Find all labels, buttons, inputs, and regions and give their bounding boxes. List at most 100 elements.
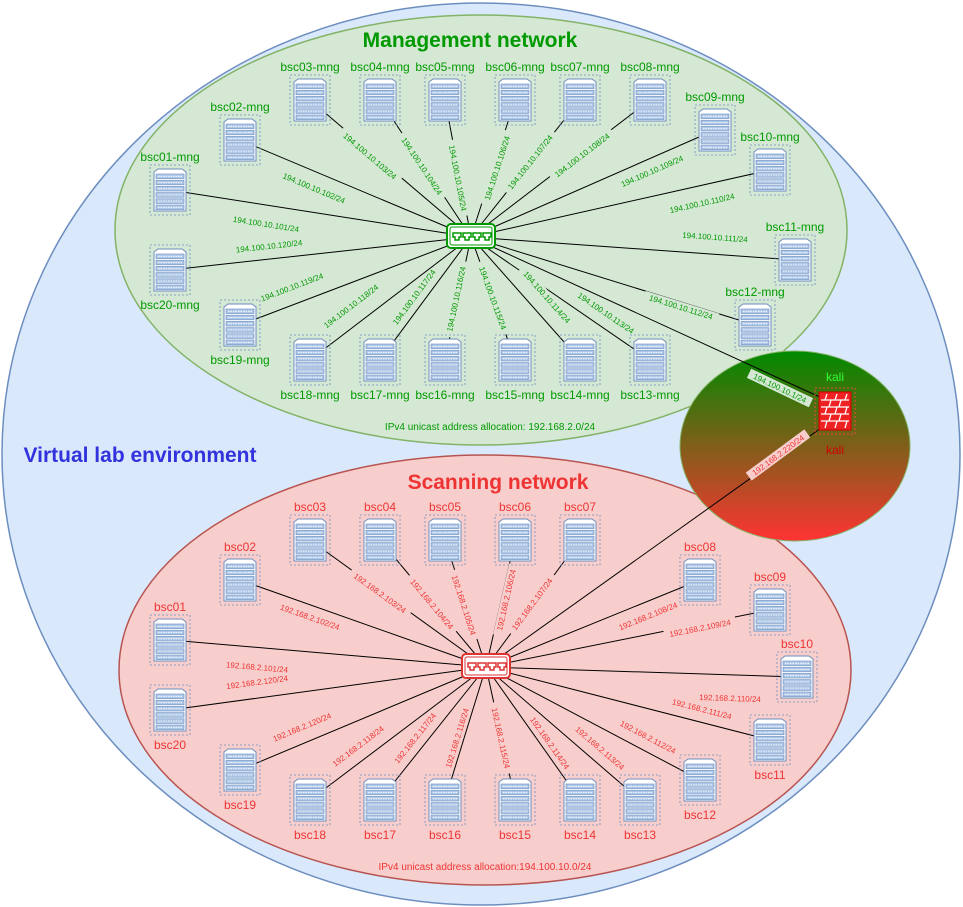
scan-ip-label: 192.168.2.110/24 xyxy=(693,691,767,705)
server-icon[interactable] xyxy=(424,514,466,566)
scan-host-name: bsc07 xyxy=(564,500,596,514)
scan-host-name: bsc06 xyxy=(499,500,531,514)
server-icon[interactable] xyxy=(559,74,601,126)
server-icon[interactable] xyxy=(149,614,191,666)
scan-ip-text: 192.168.2.110/24 xyxy=(699,693,761,704)
server-icon[interactable] xyxy=(149,244,191,296)
server-icon[interactable] xyxy=(149,164,191,216)
server-icon[interactable] xyxy=(679,754,721,806)
server-icon[interactable] xyxy=(219,744,261,796)
server-icon[interactable] xyxy=(359,334,401,386)
server-icon[interactable] xyxy=(749,714,791,766)
scan-host-name: bsc14 xyxy=(564,828,596,842)
server-icon[interactable] xyxy=(494,74,536,126)
mng-host-name: bsc02-mng xyxy=(210,100,269,114)
scan-host-name: bsc18 xyxy=(294,828,326,842)
scan-link xyxy=(239,579,487,668)
server-icon[interactable] xyxy=(289,334,331,386)
scan-link xyxy=(444,666,487,801)
scan-link xyxy=(309,666,487,801)
server-icon[interactable] xyxy=(289,774,331,826)
management-switch-icon[interactable] xyxy=(446,223,496,249)
mng-host-name: bsc06-mng xyxy=(485,60,544,74)
scan-host-name: bsc11 xyxy=(754,768,785,782)
mng-host-name: bsc15-mng xyxy=(485,388,544,402)
mng-host-name: bsc10-mng xyxy=(740,130,799,144)
scan-host-name: bsc20 xyxy=(154,738,186,752)
scan-link xyxy=(169,639,487,668)
mng-host-name: bsc07-mng xyxy=(550,60,609,74)
server-icon[interactable] xyxy=(734,299,776,351)
mng-host-name: bsc13-mng xyxy=(620,388,679,402)
kali-mng-link xyxy=(470,236,836,405)
mng-link xyxy=(379,236,472,361)
server-icon[interactable] xyxy=(559,334,601,386)
server-icon[interactable] xyxy=(219,299,261,351)
mng-host-name: bsc08-mng xyxy=(620,60,679,74)
scan-host-name: bsc15 xyxy=(499,828,531,842)
server-icon[interactable] xyxy=(289,514,331,566)
server-icon[interactable] xyxy=(679,554,721,606)
server-icon[interactable] xyxy=(359,514,401,566)
scan-host-name: bsc10 xyxy=(781,637,813,651)
scan-link xyxy=(485,579,701,668)
server-icon[interactable] xyxy=(749,144,791,196)
server-icon[interactable] xyxy=(559,774,601,826)
server-icon[interactable] xyxy=(776,651,818,703)
scanning-network-caption: IPv4 unicast address allocation:194.100.… xyxy=(379,862,592,873)
mng-host-name: bsc01-mng xyxy=(140,150,199,164)
server-icon[interactable] xyxy=(749,584,791,636)
mng-link xyxy=(470,169,771,238)
server-icon[interactable] xyxy=(359,74,401,126)
server-icon[interactable] xyxy=(424,334,466,386)
mng-host-name: bsc05-mng xyxy=(415,60,474,74)
mng-link xyxy=(470,236,651,361)
server-icon[interactable] xyxy=(494,334,536,386)
mng-link xyxy=(470,236,581,361)
scan-host-name: bsc13 xyxy=(624,828,656,842)
mng-link xyxy=(169,236,472,271)
mng-host-name: bsc11-mng xyxy=(766,220,824,234)
scan-host-name: bsc19 xyxy=(224,798,256,812)
server-icon[interactable] xyxy=(424,74,466,126)
scanning-network-title: Scanning network xyxy=(408,471,589,494)
scan-host-name: bsc17 xyxy=(364,828,396,842)
kali-firewall-icon[interactable] xyxy=(814,387,856,435)
scan-link xyxy=(485,666,581,801)
server-icon[interactable] xyxy=(774,234,816,286)
scan-link xyxy=(485,666,771,741)
mng-link xyxy=(470,236,796,261)
mng-host-name: bsc17-mng xyxy=(350,388,409,402)
server-icon[interactable] xyxy=(289,74,331,126)
server-icon[interactable] xyxy=(219,114,261,166)
mng-link xyxy=(470,129,716,238)
server-icon[interactable] xyxy=(424,774,466,826)
scanning-switch-icon[interactable] xyxy=(461,653,511,679)
server-icon[interactable] xyxy=(494,514,536,566)
server-icon[interactable] xyxy=(559,514,601,566)
environment-title: Virtual lab environment xyxy=(24,444,257,467)
management-network-caption: IPv4 unicast address allocation: 192.168… xyxy=(385,422,596,433)
scan-link xyxy=(239,666,487,771)
scan-host-name: bsc01 xyxy=(154,600,186,614)
mng-link xyxy=(239,236,472,326)
mng-host-name: bsc09-mng xyxy=(685,90,744,104)
server-icon[interactable] xyxy=(629,334,671,386)
mng-host-name: bsc04-mng xyxy=(350,60,409,74)
scan-host-name: bsc05 xyxy=(429,500,461,514)
server-icon[interactable] xyxy=(619,774,661,826)
scan-link xyxy=(485,666,701,781)
server-icon[interactable] xyxy=(494,774,536,826)
scan-host-name: bsc16 xyxy=(429,828,461,842)
server-icon[interactable] xyxy=(359,774,401,826)
scan-link xyxy=(379,666,487,801)
server-icon[interactable] xyxy=(629,74,671,126)
server-icon[interactable] xyxy=(149,684,191,736)
server-icon[interactable] xyxy=(219,554,261,606)
kali-label-scanning: kali xyxy=(826,443,844,457)
mng-link xyxy=(169,189,472,238)
mng-host-name: bsc03-mng xyxy=(280,60,339,74)
server-icon[interactable] xyxy=(694,104,736,156)
